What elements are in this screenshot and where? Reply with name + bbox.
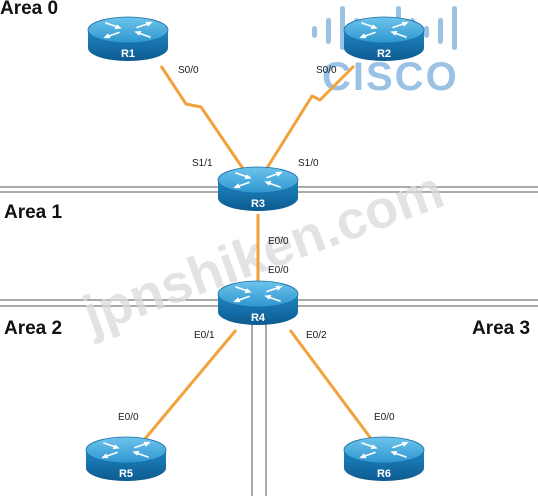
router-r4-label: R4 — [251, 312, 266, 324]
router-r6: R6 — [343, 436, 425, 482]
r3-s1-0-label: S1/0 — [298, 158, 319, 169]
router-r2-label: R2 — [377, 48, 391, 60]
ethernet-link-r4-r6 — [288, 329, 374, 441]
area2-label: Area 2 — [4, 318, 62, 339]
router-r1-label: R1 — [121, 48, 135, 60]
r3-s1-1-label: S1/1 — [192, 158, 213, 169]
r5-e0-0-label: E0/0 — [118, 412, 139, 423]
ethernet-link-r4-r5 — [142, 329, 238, 441]
r3-e0-0-label: E0/0 — [268, 236, 289, 247]
serial-link-r2-r3 — [260, 64, 356, 177]
area0-label: Area 0 — [0, 0, 58, 19]
links — [142, 64, 374, 441]
r2-s0-0-label: S0/0 — [316, 65, 337, 76]
r4-e0-2-label: E0/2 — [306, 330, 327, 341]
router-r3: R3 — [217, 166, 299, 212]
r4-e0-0-label: E0/0 — [268, 265, 289, 276]
r4-e0-1-label: E0/1 — [194, 330, 215, 341]
area3-label: Area 3 — [472, 318, 530, 339]
router-r1: R1 — [87, 16, 169, 62]
router-r6-label: R6 — [377, 468, 391, 480]
serial-link-r1-r3 — [159, 65, 250, 177]
r6-e0-0-label: E0/0 — [374, 412, 395, 423]
router-r2: R2 — [343, 16, 425, 62]
router-r5-label: R5 — [119, 468, 133, 480]
area1-label: Area 1 — [4, 202, 63, 223]
router-r4: R4 — [217, 280, 299, 326]
router-r3-label: R3 — [251, 198, 265, 210]
r1-s0-0-label: S0/0 — [178, 65, 199, 76]
router-r5: R5 — [85, 436, 167, 482]
